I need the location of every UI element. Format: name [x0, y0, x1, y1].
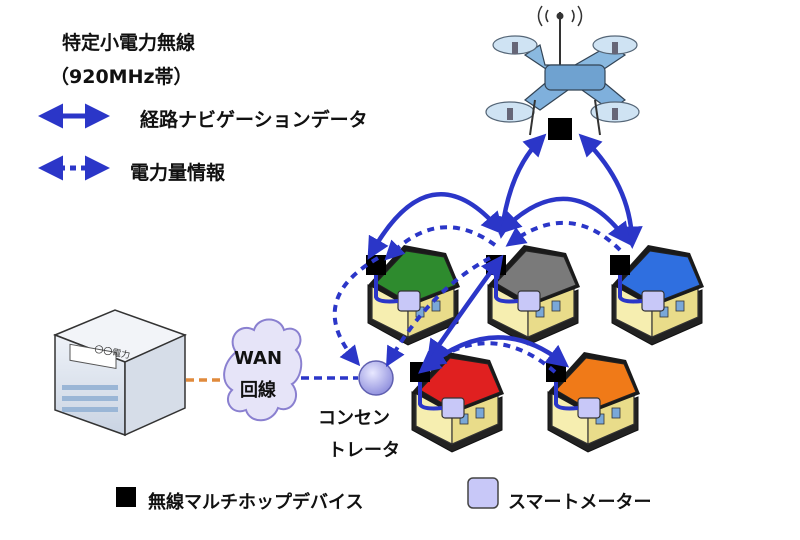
concentrator-label-line1: コンセン: [318, 408, 390, 429]
smart-meter-icon: [441, 397, 465, 419]
route-arrow-gray-blue: [498, 196, 631, 246]
route-arrow-drone-blue: [578, 133, 643, 249]
route-arrow-green-gray: [367, 191, 504, 260]
concentrator-label-line2: トレータ: [328, 440, 400, 461]
smart-meter-icon: [641, 290, 665, 312]
house-blue-icon: [610, 245, 704, 346]
house-red-icon: [410, 352, 504, 453]
legend-device-icon: [116, 487, 136, 507]
wan-label-line1: WAN: [233, 348, 283, 369]
smart-meter-icon: [577, 397, 601, 419]
legend-meter-icon: [467, 477, 499, 509]
power-arrow-blue-gray: [505, 220, 622, 252]
utility-building-icon: [52, 309, 188, 437]
drone-icon: [485, 5, 640, 140]
legend-device-label: 無線マルチホップデバイス: [148, 492, 364, 513]
power-arrow-orange-red: [425, 341, 557, 374]
smart-meter-icon: [397, 290, 421, 312]
multihop-device-icon: [546, 362, 566, 382]
multihop-device-icon: [610, 255, 630, 275]
concentrator-icon: [358, 360, 394, 396]
legend-route-label: 経路ナビゲーションデータ: [140, 109, 368, 131]
legend-subtitle: （920MHz帯）: [50, 66, 193, 88]
house-green-icon: [366, 245, 460, 346]
house-gray-icon: [486, 245, 580, 346]
smart-meter-icon: [517, 290, 541, 312]
legend-meter-label: スマートメーター: [508, 492, 652, 513]
route-arrow-gray-red: [426, 254, 504, 363]
power-arrow-green-conc: [332, 256, 379, 367]
wan-label-line2: 回線: [240, 380, 276, 401]
wan-cloud-icon: [223, 318, 303, 422]
power-arrows: [332, 220, 622, 374]
power-arrow-gray-green: [384, 225, 497, 261]
legend-title: 特定小電力無線: [62, 32, 196, 54]
house-orange-icon: [546, 352, 640, 453]
legend-power-label: 電力量情報: [130, 162, 226, 184]
power-arrow-gray-conc: [386, 256, 491, 367]
